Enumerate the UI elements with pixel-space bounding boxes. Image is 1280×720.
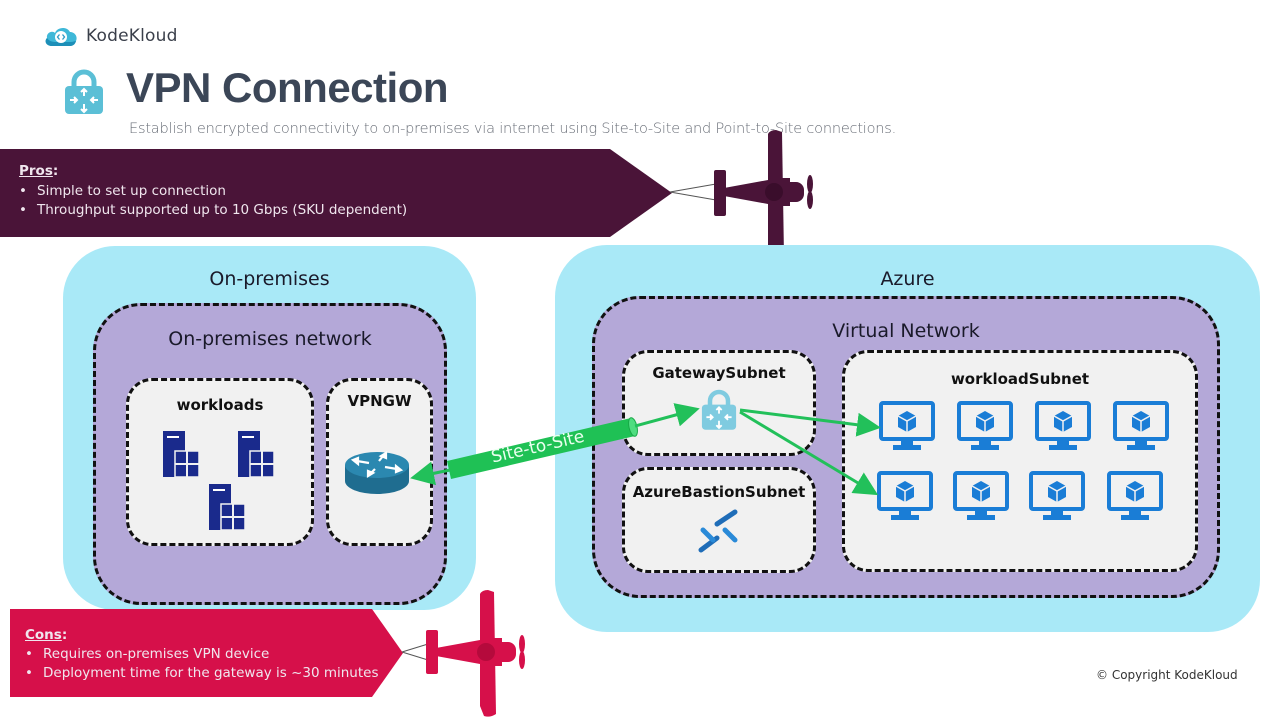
virtual-machine-icon bbox=[1113, 401, 1169, 450]
pros-airplane-icon bbox=[669, 130, 813, 259]
router-icon bbox=[345, 451, 409, 494]
vpn-lock-icon bbox=[65, 69, 103, 114]
virtual-machine-icon bbox=[877, 471, 933, 520]
pros-item: Simple to set up connection bbox=[19, 182, 407, 201]
azure-label: Azure bbox=[880, 268, 935, 290]
workloads-label: workloads bbox=[176, 396, 264, 414]
arrow-to-vm-row2 bbox=[739, 410, 879, 496]
virtual-machine-icon bbox=[957, 401, 1013, 450]
page-subtitle: Establish encrypted connectivity to on-p… bbox=[129, 121, 897, 137]
copyright: © Copyright KodeKloud bbox=[1096, 668, 1238, 682]
arrow-to-vm-row1 bbox=[739, 408, 881, 437]
site-to-site-label: Site-to-Site bbox=[489, 427, 586, 468]
bastion-subnet-label: AzureBastionSubnet bbox=[632, 483, 806, 501]
cons-item: Requires on-premises VPN device bbox=[25, 645, 379, 664]
onprem-network-label: On-premises network bbox=[168, 328, 372, 350]
cons-list: Requires on-premises VPN device Deployme… bbox=[25, 645, 379, 683]
workloads-box: workloads bbox=[126, 378, 314, 546]
site-to-site-tunnel bbox=[447, 417, 638, 479]
page-title: VPN Connection bbox=[126, 64, 449, 111]
windows-server-icon bbox=[163, 431, 200, 478]
windows-server-icon bbox=[209, 484, 246, 531]
virtual-machine-icon bbox=[1035, 401, 1091, 450]
brand-name: KodeKloud bbox=[86, 26, 178, 46]
bastion-subnet: AzureBastionSubnet bbox=[622, 467, 816, 573]
gateway-subnet-label: GatewaySubnet bbox=[652, 364, 786, 382]
windows-server-icon bbox=[238, 431, 275, 478]
virtual-machine-icon bbox=[953, 471, 1009, 520]
pros-item: Throughput supported up to 10 Gbps (SKU … bbox=[19, 201, 407, 220]
virtual-machine-icon bbox=[1029, 471, 1085, 520]
pros-list: Simple to set up connection Throughput s… bbox=[19, 182, 407, 220]
brand: KodeKloud bbox=[44, 24, 178, 48]
workload-subnet-label: workloadSubnet bbox=[950, 370, 1090, 388]
virtual-machine-icon bbox=[1107, 471, 1163, 520]
cons-airplane-icon bbox=[401, 590, 525, 717]
arrow-to-vpngw bbox=[410, 461, 451, 486]
pros-banner: Pros: Simple to set up connection Throug… bbox=[0, 149, 672, 237]
bastion-icon bbox=[698, 509, 738, 553]
onprem-label: On-premises bbox=[209, 268, 330, 290]
kodekloud-logo-icon bbox=[45, 27, 77, 46]
virtual-machine-icon bbox=[879, 401, 935, 450]
cons-heading: Cons: bbox=[25, 627, 68, 643]
vpn-gateway-icon bbox=[701, 389, 737, 430]
pros-heading: Pros: bbox=[19, 163, 59, 179]
cons-banner: Cons: Requires on-premises VPN device De… bbox=[10, 609, 403, 697]
vnet-label: Virtual Network bbox=[832, 320, 980, 342]
vpngw-label: VPNGW bbox=[347, 392, 412, 410]
workload-subnet: workloadSubnet bbox=[842, 350, 1198, 572]
cons-item: Deployment time for the gateway is ~30 m… bbox=[25, 664, 379, 683]
arrow-to-gateway bbox=[634, 403, 700, 428]
